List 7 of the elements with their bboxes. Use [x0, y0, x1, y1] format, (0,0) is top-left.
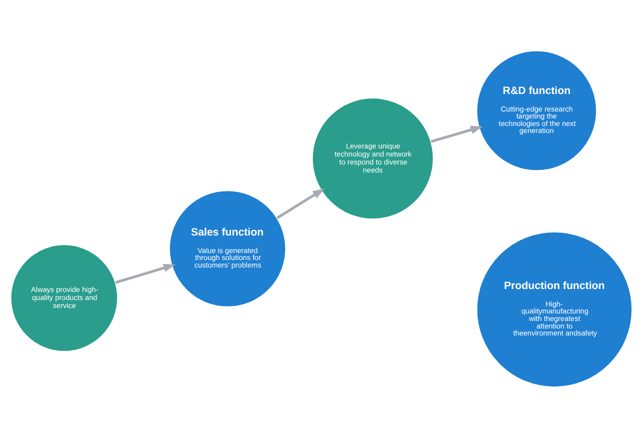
- node-circle: R&D function Cutting-edge research targeting the technologies of the next generation: [476, 50, 598, 172]
- arrow: [276, 188, 325, 220]
- node-circle: Always provide high-quality products and service: [10, 244, 118, 352]
- arrow: [430, 126, 483, 143]
- arrow: [115, 264, 176, 284]
- node-circle: Sales function Value is generated through solutions for customers’ problems: [168, 190, 286, 308]
- node-circle: Production function High-qualitymanufacturing with thegreatest attention to theenvironment andsafety: [476, 230, 633, 388]
